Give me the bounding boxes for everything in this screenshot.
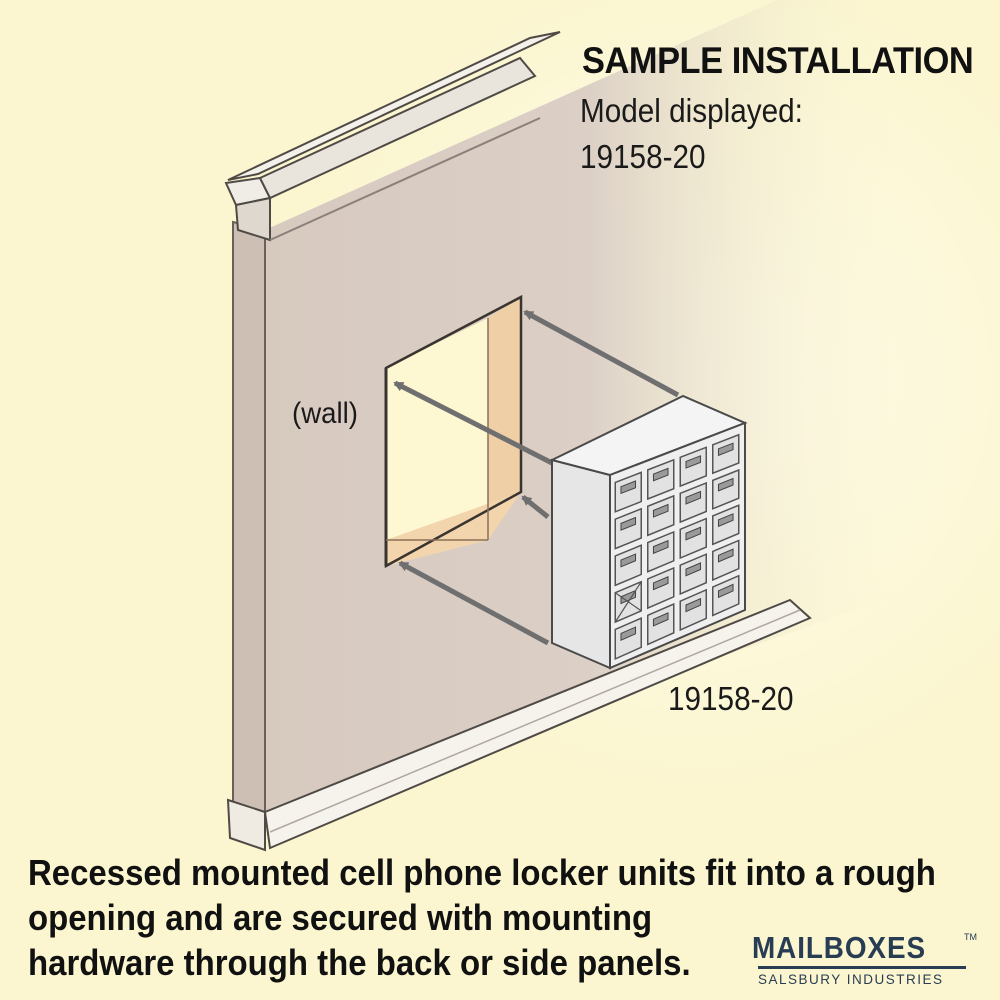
locker-door-slot [652,503,669,518]
locker-door-slot [652,575,669,591]
locker-door-slot [685,526,702,541]
rough-opening [384,294,523,569]
brand-rule [758,966,966,969]
unit-label: 19158-20 [668,680,794,717]
locker-door-slot [652,539,669,555]
locker-door-slot [685,562,702,577]
opening-back [386,318,488,566]
locker-door-slot [717,548,734,563]
locker-front [609,421,746,670]
caption: Recessed mounted cell phone locker units… [28,850,980,985]
locker-door-slot [652,467,669,482]
locker-door-slot [685,597,702,613]
locker-door-slot [717,513,734,528]
brand-subtitle: SALSBURY INDUSTRIES [758,972,944,987]
locker-door-slot [717,583,734,599]
mounting-arrows [393,309,680,646]
locker-door-slot [717,477,734,492]
locker-door-slot [620,516,637,531]
locker-master-door-mark [614,581,642,623]
top-cap [224,31,561,242]
locker-door-slot [620,480,637,495]
wall-label: (wall) [292,397,358,430]
caption-line: hardware through the back or side panels… [28,942,691,983]
brand-logo: MAILBOXES TM SALSBURY INDUSTRIES [752,930,982,987]
wall-side [232,220,266,817]
brand-trademark: TM [964,932,977,942]
opening-right-side [488,297,521,540]
arrow-upper [393,380,554,466]
brand-name: MAILBOXES [752,930,926,965]
locker-side [551,458,611,670]
locker-door-slot [620,626,637,641]
locker-door-slot [652,612,669,627]
locker-unit [549,394,748,670]
arrow-bottom [398,560,550,646]
heading: SAMPLE INSTALLATION [582,40,974,81]
model-number: 19158-20 [580,138,706,175]
locker-door-slot [620,553,637,568]
locker-door-slot [685,455,702,469]
model-label: Model displayed: [580,92,803,129]
locker-door-slot [620,589,637,605]
caption-line: opening and are secured with mounting [28,897,653,938]
arrow-top [523,309,680,398]
arrow-lower [521,495,550,519]
caption-line: Recessed mounted cell phone locker units… [28,852,936,893]
base-trim [226,598,812,852]
wall [224,0,1000,852]
locker-door-slot [685,490,702,505]
locker-door-slot [717,442,734,457]
